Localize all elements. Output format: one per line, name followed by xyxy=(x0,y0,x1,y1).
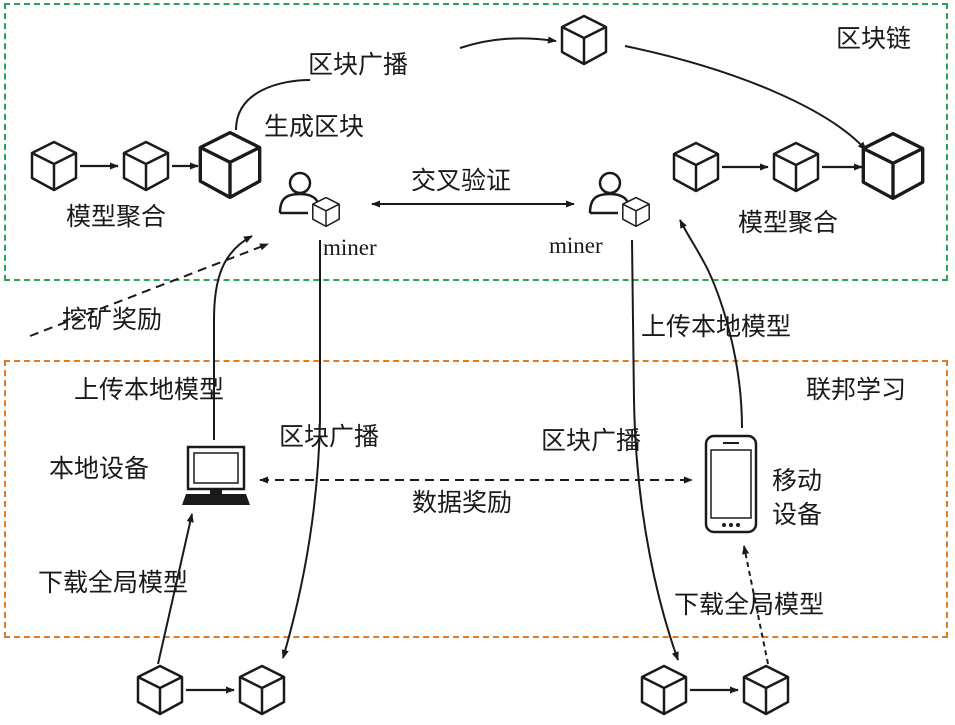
cube-icon xyxy=(198,130,262,200)
cube-icon xyxy=(136,664,184,716)
broadcast-arrow-left xyxy=(281,240,321,659)
download-arrow-left xyxy=(157,513,194,665)
label-block-broadcast-top: 区块广播 xyxy=(308,50,409,79)
region-label-federated-learning: 联邦学习 xyxy=(806,375,907,404)
blockchain-region xyxy=(4,3,948,281)
mobile-phone-icon xyxy=(704,434,758,534)
broadcast-arrow-right xyxy=(631,239,679,661)
label-mining-reward: 挖矿奖励 xyxy=(62,305,163,334)
label-model-aggregation-right: 模型聚合 xyxy=(738,208,839,237)
cube-icon xyxy=(861,131,925,201)
label-upload-local-model-left: 上传本地模型 xyxy=(74,375,225,404)
cube-icon xyxy=(238,664,286,716)
upload-arrow-right xyxy=(679,219,743,429)
generate-block-curve xyxy=(235,79,311,131)
cube-icon xyxy=(622,196,650,228)
block-chain-right xyxy=(672,131,925,201)
cube-icon xyxy=(672,141,720,193)
upload-arrow-left xyxy=(213,235,253,440)
label-mobile-device-line2: 设备 xyxy=(772,500,823,529)
miner-left xyxy=(278,171,340,228)
cube-icon xyxy=(122,140,170,192)
cube-icon xyxy=(312,196,340,228)
label-mobile-device-line1: 移动 xyxy=(772,466,823,495)
computer-icon xyxy=(182,445,250,505)
mining-reward-arrow xyxy=(29,243,269,337)
label-download-global-model-left: 下载全局模型 xyxy=(38,568,189,597)
label-upload-local-model-right: 上传本地模型 xyxy=(641,312,792,341)
broadcast-arrow-top-right xyxy=(624,45,867,151)
cube-icon xyxy=(772,141,820,193)
label-miner-right: miner xyxy=(549,233,603,258)
download-arrow-right xyxy=(742,545,769,665)
label-local-device: 本地设备 xyxy=(49,454,150,483)
cube-icon xyxy=(30,140,78,192)
label-download-global-model-right: 下载全局模型 xyxy=(674,590,825,619)
label-model-aggregation-left: 模型聚合 xyxy=(66,202,167,231)
label-block-broadcast-right: 区块广播 xyxy=(541,426,642,455)
region-label-blockchain: 区块链 xyxy=(836,24,912,53)
label-cross-validation: 交叉验证 xyxy=(411,166,512,195)
block-chain-bottom-left xyxy=(136,664,286,716)
label-generate-block: 生成区块 xyxy=(264,112,365,141)
broadcast-arrow-top-left xyxy=(459,36,557,49)
miner-right xyxy=(588,171,650,228)
block-chain-left xyxy=(30,130,262,200)
block-chain-bottom-right xyxy=(640,664,790,716)
label-block-broadcast-left: 区块广播 xyxy=(279,422,380,451)
label-miner-left: miner xyxy=(323,235,377,260)
label-data-reward: 数据奖励 xyxy=(412,488,513,517)
cube-icon xyxy=(560,14,608,66)
cube-icon xyxy=(640,664,688,716)
federated-learning-region xyxy=(4,360,948,638)
cube-icon xyxy=(742,664,790,716)
